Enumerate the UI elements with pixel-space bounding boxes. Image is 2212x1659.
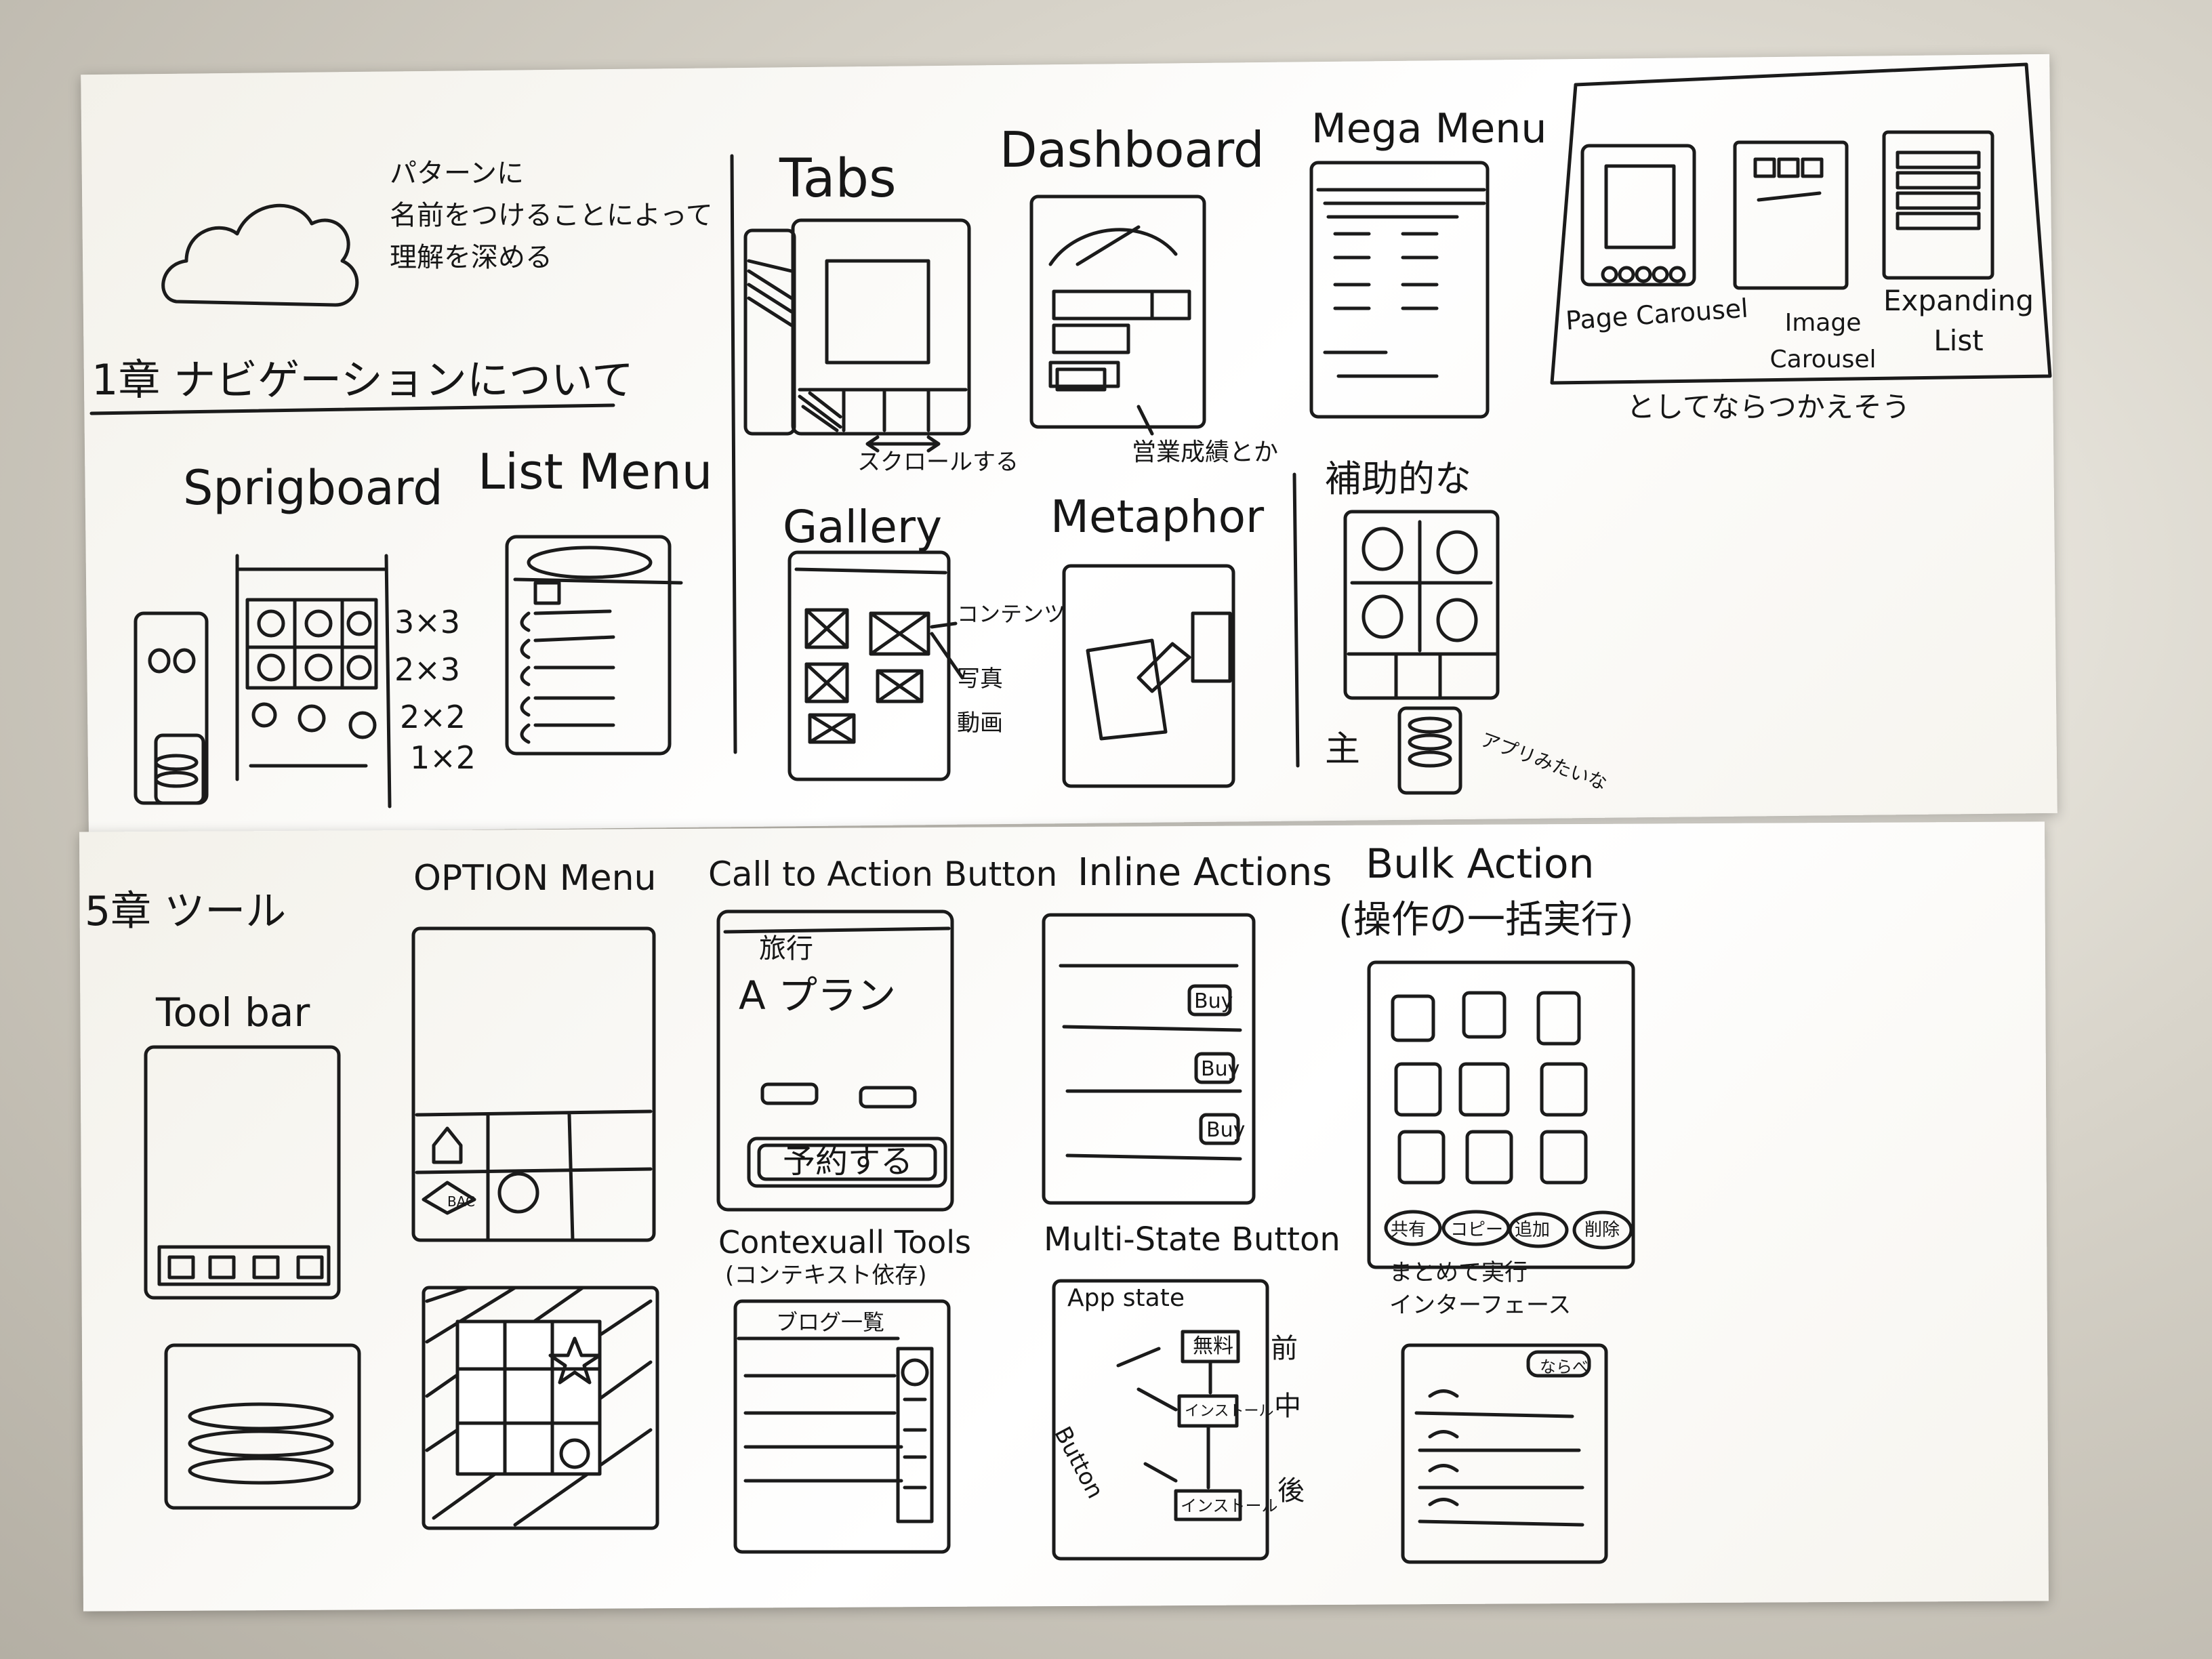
springboard-grid-sketch [235,554,392,808]
option-menu-back-label: BAC [447,1193,476,1210]
tabs-title: Tabs [779,148,897,209]
bulk-action-title: Bulk Action [1366,840,1595,888]
cta-sketch [716,909,954,1212]
tabs-note: スクロールする [857,449,1019,476]
toolbar-title: Tool bar [156,989,310,1036]
bulk-sort-button[interactable]: ならべ [1540,1357,1589,1376]
carousel-panel-sketch [1550,62,2052,385]
multi-state-during: 中 [1274,1391,1301,1422]
inline-actions-sketch [1042,913,1256,1205]
bulk-action-note: まとめて実行 インターフェース [1389,1259,1572,1319]
metaphor-title: Metaphor [1050,491,1265,543]
bulk-action-sketch [1367,960,1635,1564]
springboard-grid-1x2: 1×2 [410,739,476,776]
contextual-tools-sketch [733,1299,951,1554]
bulk-delete-button[interactable]: 削除 [1584,1220,1620,1240]
bulk-share-button[interactable]: 共有 [1391,1220,1427,1240]
dashboard-sketch [1029,194,1206,436]
multi-state-before: 前 [1271,1333,1298,1364]
list-menu-sketch [505,535,683,756]
list-menu-title: List Menu [478,443,713,500]
cloud-icon [161,203,359,307]
carousel-panel-note: としてならつかえそう [1626,390,1910,424]
cta-header: 旅行 [759,933,813,964]
expanding-list-label: Expanding List [1883,284,2034,357]
intro-note: パターンに 名前をつけることによって 理解を深める [390,158,713,273]
option-menu-title: OPTION Menu [413,858,657,899]
mega-menu-sketch [1309,161,1490,419]
contextual-tools-header: ブログ一覧 [776,1309,885,1335]
supplementary-main-label: 主 [1325,729,1361,770]
gallery-note-photo: 写真 [957,665,1003,693]
divider-1 [730,154,737,754]
gallery-note-video: 動画 [957,710,1003,737]
inline-buy-button-1[interactable]: Buy [1194,989,1233,1013]
multi-state-title: Multi-State Button [1044,1221,1340,1258]
contextual-tools-subtitle: (コンテキスト依存) [725,1262,927,1289]
gallery-title: Gallery [783,501,943,553]
chapter-5-title: 5章 ツール [85,888,287,935]
toolbar-sketch [144,1045,361,1510]
multi-state-after: 後 [1277,1475,1305,1507]
metaphor-sketch [1062,564,1235,788]
springboard-grid-2x2: 2×2 [400,699,466,735]
gallery-note-contents: コンテンツ [957,601,1066,627]
contextual-tools-title: Contexuall Tools [718,1224,972,1261]
cta-title: Call to Action Button [708,855,1058,894]
dashboard-title: Dashboard [1000,121,1265,178]
springboard-small-phone [134,611,209,805]
supplementary-title: 補助的な [1325,457,1471,500]
image-carousel-label: Image Carousel [1769,309,1877,373]
springboard-title: Sprigboard [183,460,443,516]
cta-plan: A プラン [739,972,897,1019]
bulk-add-button[interactable]: 追加 [1515,1220,1551,1240]
tabs-sketch [743,218,971,453]
multi-state-app-state: App state [1067,1284,1185,1312]
mega-menu-title: Mega Menu [1311,105,1547,152]
divider-2 [1292,472,1300,768]
multi-state-free: 無料 [1193,1334,1233,1358]
bulk-copy-button[interactable]: コピー [1450,1220,1504,1240]
gallery-sketch [787,550,964,781]
chapter-1-title: 1章 ナビゲーションについて [91,355,634,405]
inline-actions-title: Inline Actions [1078,851,1332,895]
springboard-grid-2x3: 2×3 [394,651,461,688]
multi-state-installed: インストール [1181,1496,1278,1515]
dashboard-note: 営業成績とか [1132,438,1279,466]
option-menu-sketch [411,926,659,1530]
bulk-action-subtitle: (操作の一括実行) [1338,898,1634,942]
supplementary-sketch [1343,510,1500,795]
chapter-1-underline [89,403,615,415]
multi-state-installing: インストール [1185,1403,1274,1420]
cta-reserve-button[interactable]: 予約する [783,1143,914,1181]
multi-state-sketch [1052,1279,1269,1561]
springboard-grid-3x3: 3×3 [394,604,461,640]
